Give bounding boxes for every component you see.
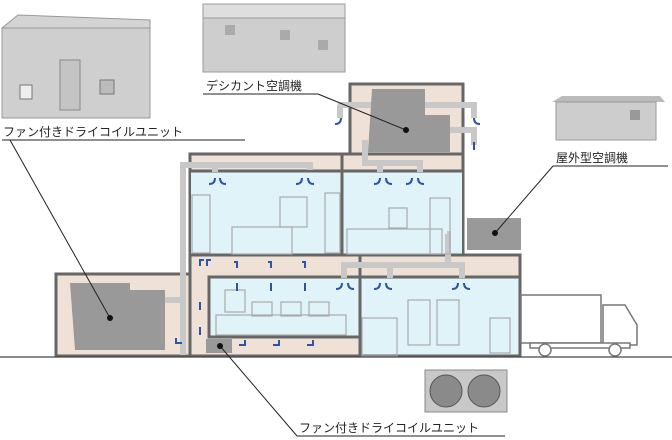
truck <box>520 294 638 357</box>
fan-coil-label-top: ファン付きドライコイルユニット <box>3 125 183 139</box>
desiccant-unit <box>368 89 450 152</box>
fan-coil-unit-photo-bottom <box>424 369 508 413</box>
desiccant-label: デシカント空調機 <box>206 78 302 93</box>
fan-coil-unit-photo-top <box>1 14 151 119</box>
desiccant-unit-photo <box>202 3 346 73</box>
lab-furniture <box>191 192 511 357</box>
outdoor-ahu-label: 屋外型空調機 <box>556 150 628 165</box>
fan-coil-unit-left <box>70 283 165 350</box>
outdoor-ahu-photo <box>552 96 665 141</box>
airflow-arrows <box>175 117 481 346</box>
fan-coil-label-bottom: ファン付きドライコイルユニット <box>299 421 479 435</box>
